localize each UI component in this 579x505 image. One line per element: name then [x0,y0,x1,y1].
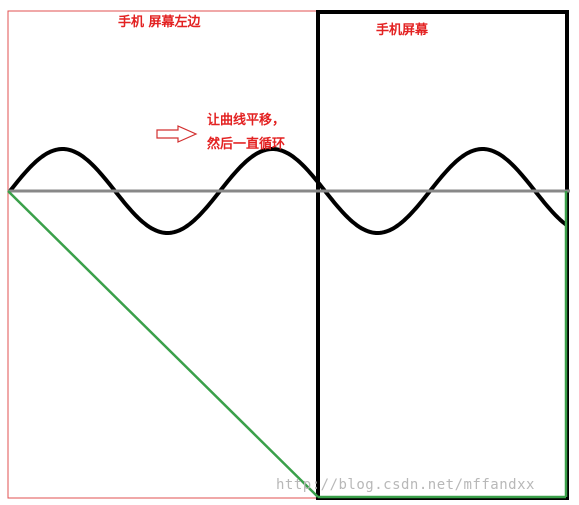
phone-screen-border [316,10,569,500]
sine-wave [8,147,568,235]
instruction-line-2: 然后一直循环 [207,137,286,152]
phone-screen-label: 手机屏幕 [376,23,429,38]
watermark-text: http://blog.csdn.net/mffandxx [276,477,535,493]
left-region-border [7,10,319,499]
instruction-line-1: 让曲线平移， [207,113,286,128]
green-diagonal-line [7,190,319,498]
left-region-label: 手机 屏幕左边 [118,15,201,30]
right-arrow-icon [156,125,198,143]
